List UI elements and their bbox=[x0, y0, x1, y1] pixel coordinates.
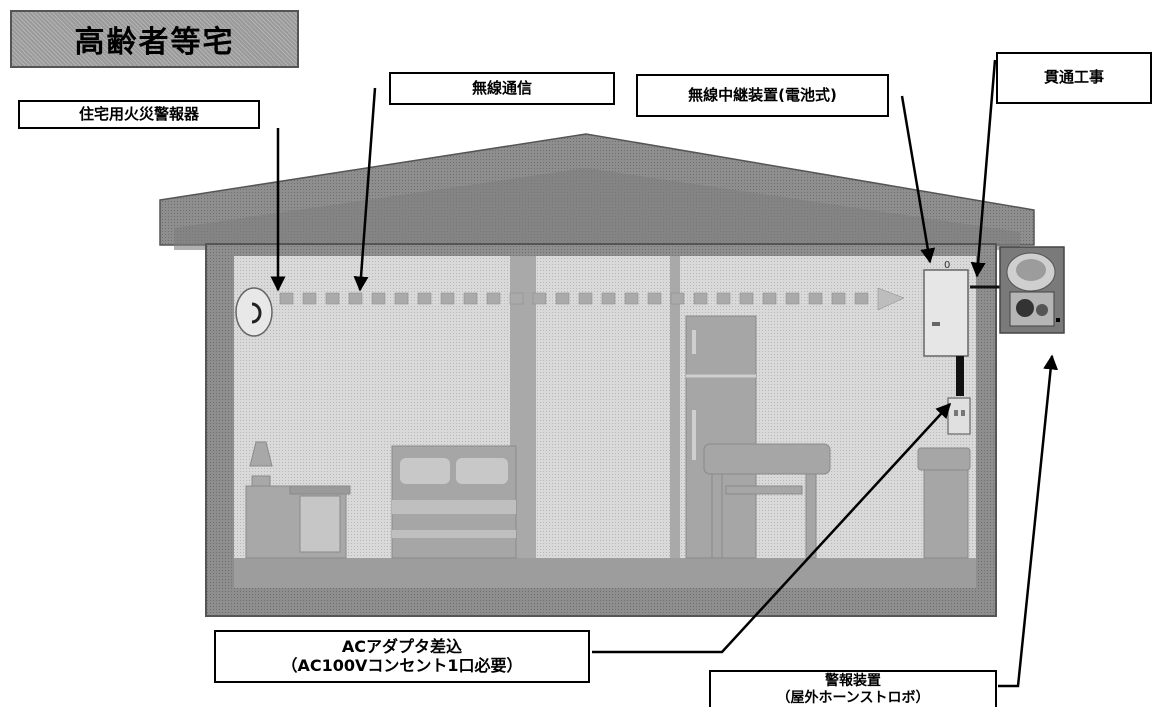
house-body bbox=[205, 243, 997, 617]
dresser-lamp bbox=[245, 441, 351, 559]
table bbox=[703, 443, 831, 559]
wireless-signal-path bbox=[279, 287, 905, 311]
ac-adapter-icon bbox=[947, 397, 971, 435]
smoke-detector-icon bbox=[235, 287, 273, 337]
label-ac-adapter: ACアダプタ差込 （AC100Vコンセント1口必要） bbox=[214, 630, 590, 683]
svg-text:0: 0 bbox=[944, 260, 950, 271]
label-horn-strobe-line1: 警報装置 bbox=[825, 673, 881, 690]
page-title: 高齢者等宅 bbox=[10, 10, 299, 68]
bed bbox=[391, 445, 517, 559]
relay-device-icon: 0 bbox=[923, 260, 969, 357]
horn-strobe-icon bbox=[999, 246, 1065, 334]
arrow-wireless bbox=[353, 87, 377, 292]
label-penetration: 貫通工事 bbox=[996, 52, 1152, 104]
callout-arrows bbox=[270, 59, 1059, 688]
label-ac-adapter-line1: ACアダプタ差込 bbox=[341, 637, 463, 657]
house-roof bbox=[159, 133, 1035, 250]
arrow-relay bbox=[900, 95, 936, 264]
label-wireless: 無線通信 bbox=[389, 72, 615, 105]
arrow-penetration bbox=[970, 59, 997, 278]
label-fire-alarm: 住宅用火災警報器 bbox=[18, 100, 260, 129]
adapter-cable bbox=[956, 356, 964, 396]
label-ac-adapter-line2: （AC100Vコンセント1口必要） bbox=[281, 655, 523, 675]
label-horn-strobe-line2: （屋外ホーンストロボ） bbox=[776, 689, 930, 706]
arrow-adapter bbox=[592, 402, 952, 654]
label-horn-strobe: 警報装置 （屋外ホーンストロボ） bbox=[709, 670, 997, 707]
cabinet bbox=[917, 447, 971, 559]
arrow-horn bbox=[998, 354, 1059, 688]
label-relay: 無線中継装置(電池式) bbox=[636, 74, 889, 117]
